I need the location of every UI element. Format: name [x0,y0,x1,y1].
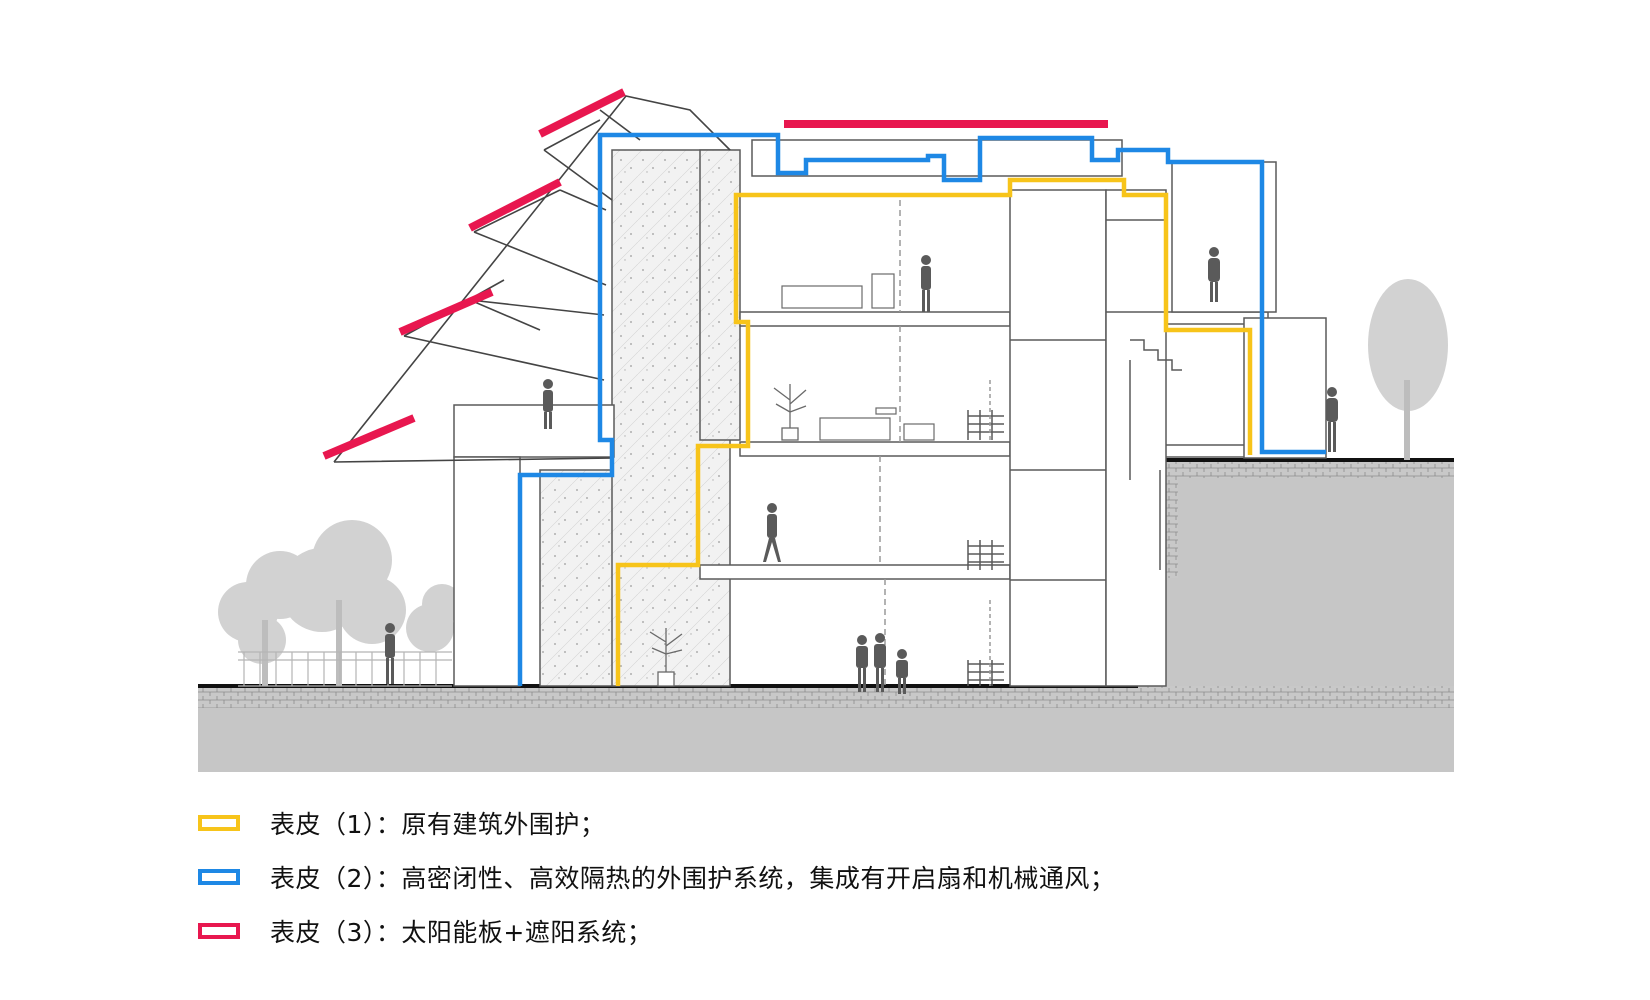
section-drawing [198,88,1454,772]
legend-item-skin2: 表皮（2）：高密闭性、高效隔热的外围护系统，集成有开启扇和机械通风； [198,860,1115,894]
skin2-swatch [198,869,240,885]
legend-label-skin2: 表皮（2）：高密闭性、高效隔热的外围护系统，集成有开启扇和机械通风； [270,864,1116,893]
skin1-swatch [198,815,240,831]
legend: 表皮（1）：原有建筑外围护； 表皮（2）：高密闭性、高效隔热的外围护系统，集成有… [198,806,1115,968]
plants [649,384,807,687]
skin3-swatch [198,923,240,939]
ground [198,458,1454,772]
legend-item-skin1: 表皮（1）：原有建筑外围护； [198,806,1115,840]
legend-item-skin3: 表皮（3）：太阳能板+遮阳系统； [198,914,1115,948]
legend-label-skin1: 表皮（1）：原有建筑外围护； [270,810,606,839]
skin3-solar-panels [322,88,1108,460]
skin2-insulated-envelope [517,132,1326,686]
skin1-original-envelope [615,177,1253,686]
building-structure [453,139,1327,687]
furniture [781,273,935,441]
legend-label-skin3: 表皮（3）：太阳能板+遮阳系统； [270,918,653,947]
people [385,247,1338,694]
fence [238,651,452,687]
